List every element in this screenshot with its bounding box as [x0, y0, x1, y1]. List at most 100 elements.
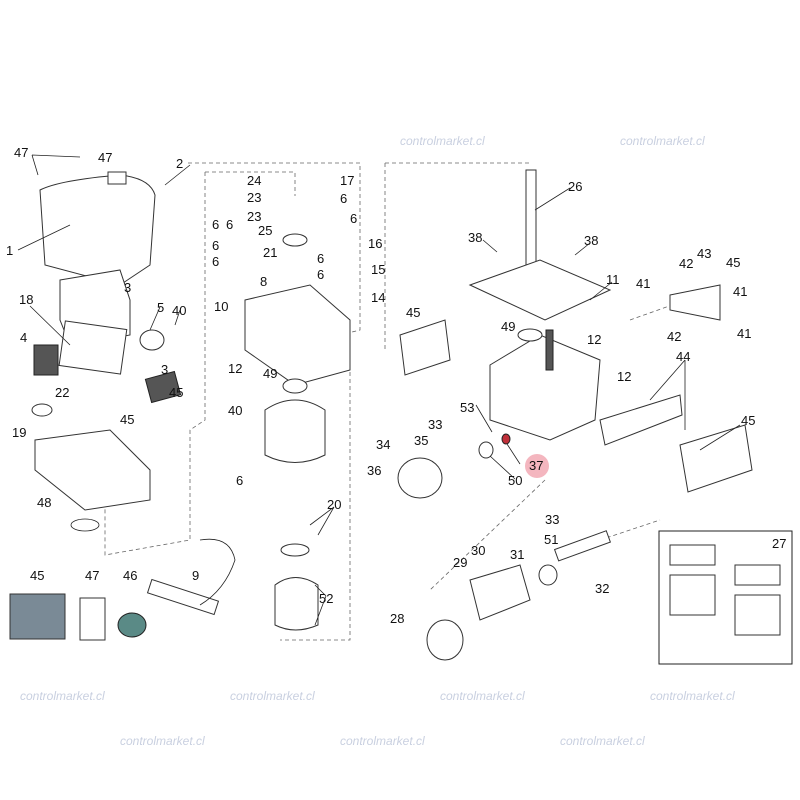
watermark-text: controlmarket.cl: [230, 689, 315, 703]
callout-41: 41: [636, 276, 650, 291]
callout-45: 45: [741, 413, 755, 428]
callout-36: 36: [367, 463, 381, 478]
bracket-45-part: [399, 319, 451, 376]
assembly-outline-right: [384, 162, 701, 591]
callout-47: 47: [98, 150, 112, 165]
callout-6: 6: [236, 473, 243, 488]
leader-lines: [17, 154, 741, 626]
callout-34: 34: [376, 437, 390, 452]
callout-51: 51: [544, 532, 558, 547]
watermark-text: controlmarket.cl: [620, 134, 705, 148]
gasket-11-part: [468, 259, 612, 321]
inset-part-b: [669, 574, 716, 616]
callout-24: 24: [247, 173, 261, 188]
inset-part-a: [669, 544, 716, 566]
bearing-51-part: [538, 564, 558, 586]
callout-41: 41: [737, 326, 751, 341]
callout-45: 45: [726, 255, 740, 270]
base-part: [34, 429, 151, 511]
callout-16: 16: [368, 236, 382, 251]
callout-3: 3: [124, 280, 131, 295]
pinion-part: [426, 619, 464, 661]
watermark-text: controlmarket.cl: [440, 689, 525, 703]
bearing-49-part: [282, 378, 308, 394]
callout-6: 6: [212, 217, 219, 232]
oring-part: [70, 518, 100, 532]
callout-42: 42: [679, 256, 693, 271]
transformer-part: [33, 344, 59, 376]
callout-14: 14: [371, 290, 385, 305]
callout-12: 12: [228, 361, 242, 376]
callout-12: 12: [587, 332, 601, 347]
callout-5: 5: [157, 300, 164, 315]
callout-50: 50: [508, 473, 522, 488]
callout-8: 8: [260, 274, 267, 289]
callout-15: 15: [371, 262, 385, 277]
callout-2: 2: [176, 156, 183, 171]
assembly-outline-middle: [104, 162, 361, 641]
worm-screw-part: [545, 329, 554, 371]
callout-53: 53: [460, 400, 474, 415]
callout-44: 44: [676, 349, 690, 364]
callout-10: 10: [214, 299, 228, 314]
callout-6: 6: [212, 254, 219, 269]
callout-49: 49: [263, 366, 277, 381]
limit-switch-part: [144, 370, 182, 404]
grease-46-part: [117, 612, 147, 638]
watermark-text: controlmarket.cl: [650, 689, 735, 703]
callout-48: 48: [37, 495, 51, 510]
callout-40: 40: [228, 403, 242, 418]
lever-41-part: [669, 284, 721, 321]
shaft-33-part: [553, 530, 612, 562]
bearing-50-part: [478, 441, 494, 459]
callout-23: 23: [247, 190, 261, 205]
seal-37-part: [501, 433, 511, 445]
callout-6: 6: [317, 267, 324, 282]
highlight-circle-37: [525, 454, 549, 478]
callout-49: 49: [501, 319, 515, 334]
callout-6: 6: [317, 251, 324, 266]
flange-29-part: [469, 564, 531, 621]
motor-housing-part: [244, 284, 351, 386]
callout-35: 35: [414, 433, 428, 448]
cover-45-right-part: [679, 424, 753, 493]
callout-21: 21: [263, 245, 277, 260]
bearing-49-right-part: [517, 328, 543, 342]
washer-20-part: [280, 543, 310, 557]
callout-9: 9: [192, 568, 199, 583]
gear-34-part: [397, 457, 443, 499]
callout-22: 22: [55, 385, 69, 400]
watermark-text: controlmarket.cl: [340, 734, 425, 748]
rack-part: [146, 578, 220, 616]
callout-17: 17: [340, 173, 354, 188]
callout-6: 6: [226, 217, 233, 232]
callout-45: 45: [406, 305, 420, 320]
callout-30: 30: [471, 543, 485, 558]
callout-6: 6: [340, 191, 347, 206]
callout-52: 52: [319, 591, 333, 606]
callout-38: 38: [468, 230, 482, 245]
mesh-45-part: [9, 593, 66, 640]
callout-19: 19: [12, 425, 26, 440]
callout-38: 38: [584, 233, 598, 248]
brake-part: [274, 577, 319, 631]
callout-33: 33: [428, 417, 442, 432]
callout-46: 46: [123, 568, 137, 583]
inset-part-d: [734, 594, 781, 636]
callout-37-highlighted[interactable]: 37: [529, 458, 543, 473]
callout-42: 42: [667, 329, 681, 344]
callout-43: 43: [697, 246, 711, 261]
callout-28: 28: [390, 611, 404, 626]
callout-45: 45: [169, 385, 183, 400]
callout-18: 18: [19, 292, 33, 307]
callout-25: 25: [258, 223, 272, 238]
callout-32: 32: [595, 581, 609, 596]
callout-29: 29: [453, 555, 467, 570]
cable-part: [199, 538, 236, 606]
bottle-47-part: [79, 597, 106, 641]
cover-47-part: [107, 171, 127, 185]
callout-27: 27: [772, 536, 786, 551]
callout-11: 11: [606, 272, 620, 287]
